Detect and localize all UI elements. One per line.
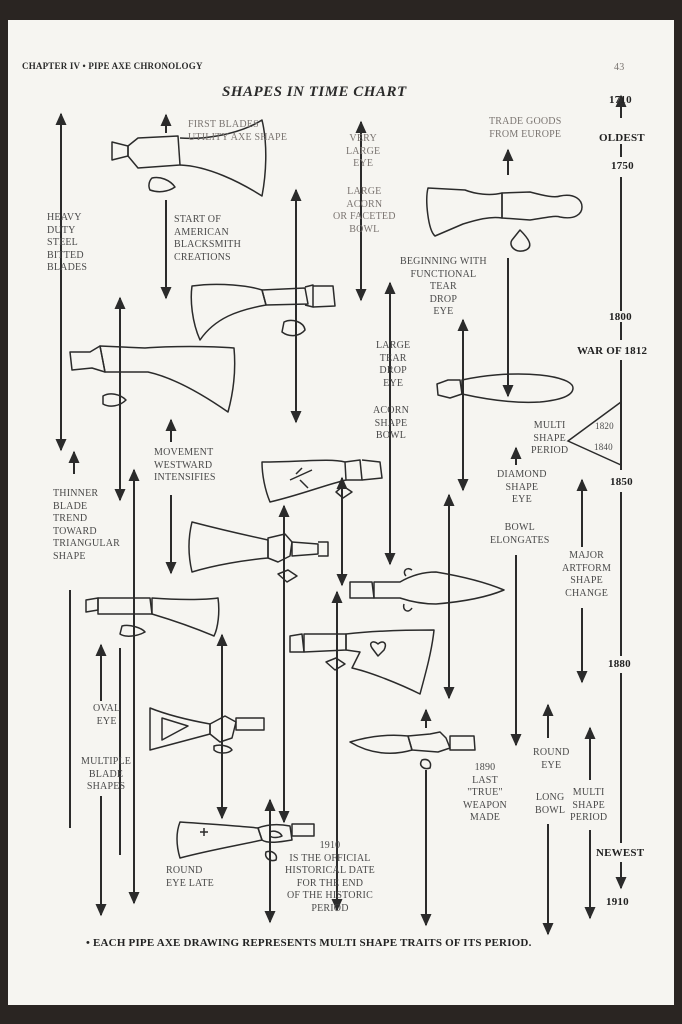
year-1910: 1910 (606, 896, 629, 908)
label-last-true-weapon: 1890 LAST "TRUE" WEAPON MADE (463, 762, 507, 823)
axe-long-bowl (349, 731, 476, 770)
axe-first-blades (111, 119, 267, 197)
year-1880: 1880 (608, 658, 631, 670)
axe-heavy-duty (69, 345, 236, 413)
oldest-label: OLDEST (599, 132, 645, 144)
label-thinner-blade: THINNER BLADE TREND TOWARD TRIANGULAR SH… (53, 488, 120, 562)
year-1750: 1750 (611, 160, 634, 172)
label-movement-westward: MOVEMENT WESTWARD INTENSIFIES (154, 447, 216, 483)
label-diamond-shape: DIAMOND SHAPE EYE (497, 469, 547, 505)
year-1820: 1820 (595, 421, 614, 431)
label-multiple-blade: MULTIPLE BLADE SHAPES (81, 756, 132, 792)
axe-heart-cutout (289, 629, 435, 695)
year-1800: 1800 (609, 311, 632, 323)
label-round-eye: ROUND EYE (533, 747, 570, 771)
axe-diamond-blade (349, 567, 505, 612)
label-beginning-tear: BEGINNING WITH FUNCTIONAL TEAR DROP EYE (400, 256, 487, 317)
label-bowl-elongates: BOWL ELONGATES (490, 522, 550, 546)
label-trade-goods: TRADE GOODS FROM EUROPE (489, 116, 562, 140)
page-number: 43 (614, 62, 625, 73)
newest-label: NEWEST (596, 847, 645, 859)
chart-title: SHAPES IN TIME CHART (222, 84, 407, 100)
axe-engraved (261, 459, 383, 503)
label-heavy-duty: HEAVY DUTY STEEL BITTED BLADES (47, 212, 88, 273)
axe-round-eye-late (176, 821, 315, 862)
label-round-eye-late: ROUND EYE LATE (166, 865, 214, 889)
multi-shape-bracket (566, 400, 622, 467)
chapter-header: CHAPTER IV • PIPE AXE CHRONOLOGY (22, 61, 203, 71)
axe-triangle (149, 707, 265, 754)
axe-westward (188, 521, 329, 583)
label-long-bowl: LONG BOWL (535, 792, 566, 816)
axe-blacksmith (190, 283, 336, 341)
label-very-large-eye: VERY LARGE EYE (346, 133, 381, 169)
label-start-american: START OF AMERICAN BLACKSMITH CREATIONS (174, 214, 242, 263)
label-acorn-shape: ACORN SHAPE BOWL (373, 405, 410, 441)
axe-acorn-tear (436, 373, 574, 404)
label-major-artform: MAJOR ARTFORM SHAPE CHANGE (562, 550, 612, 599)
axe-multi-blade (85, 597, 220, 637)
footer-note: • EACH PIPE AXE DRAWING REPRESENTS MULTI… (86, 937, 532, 949)
label-multi-shape-period-late: MULTI SHAPE PERIOD (570, 787, 608, 823)
axe-trade-goods (426, 187, 583, 252)
label-oval-eye: OVAL EYE (93, 703, 121, 727)
war-of-1812-label: WAR OF 1812 (577, 345, 648, 357)
label-first-blades: FIRST BLADES UTILITY AXE SHAPE (188, 119, 288, 143)
year-1840: 1840 (594, 442, 613, 452)
year-1710: 1710 (609, 94, 632, 106)
label-large-acorn: LARGE ACORN OR FACETED BOWL (333, 186, 396, 235)
year-1850: 1850 (610, 476, 633, 488)
label-1910-note: 1910 IS THE OFFICIAL HISTORICAL DATE FOR… (285, 840, 375, 914)
label-multi-shape-period: MULTI SHAPE PERIOD (531, 420, 569, 456)
label-large-tear: LARGE TEAR DROP EYE (376, 340, 411, 389)
